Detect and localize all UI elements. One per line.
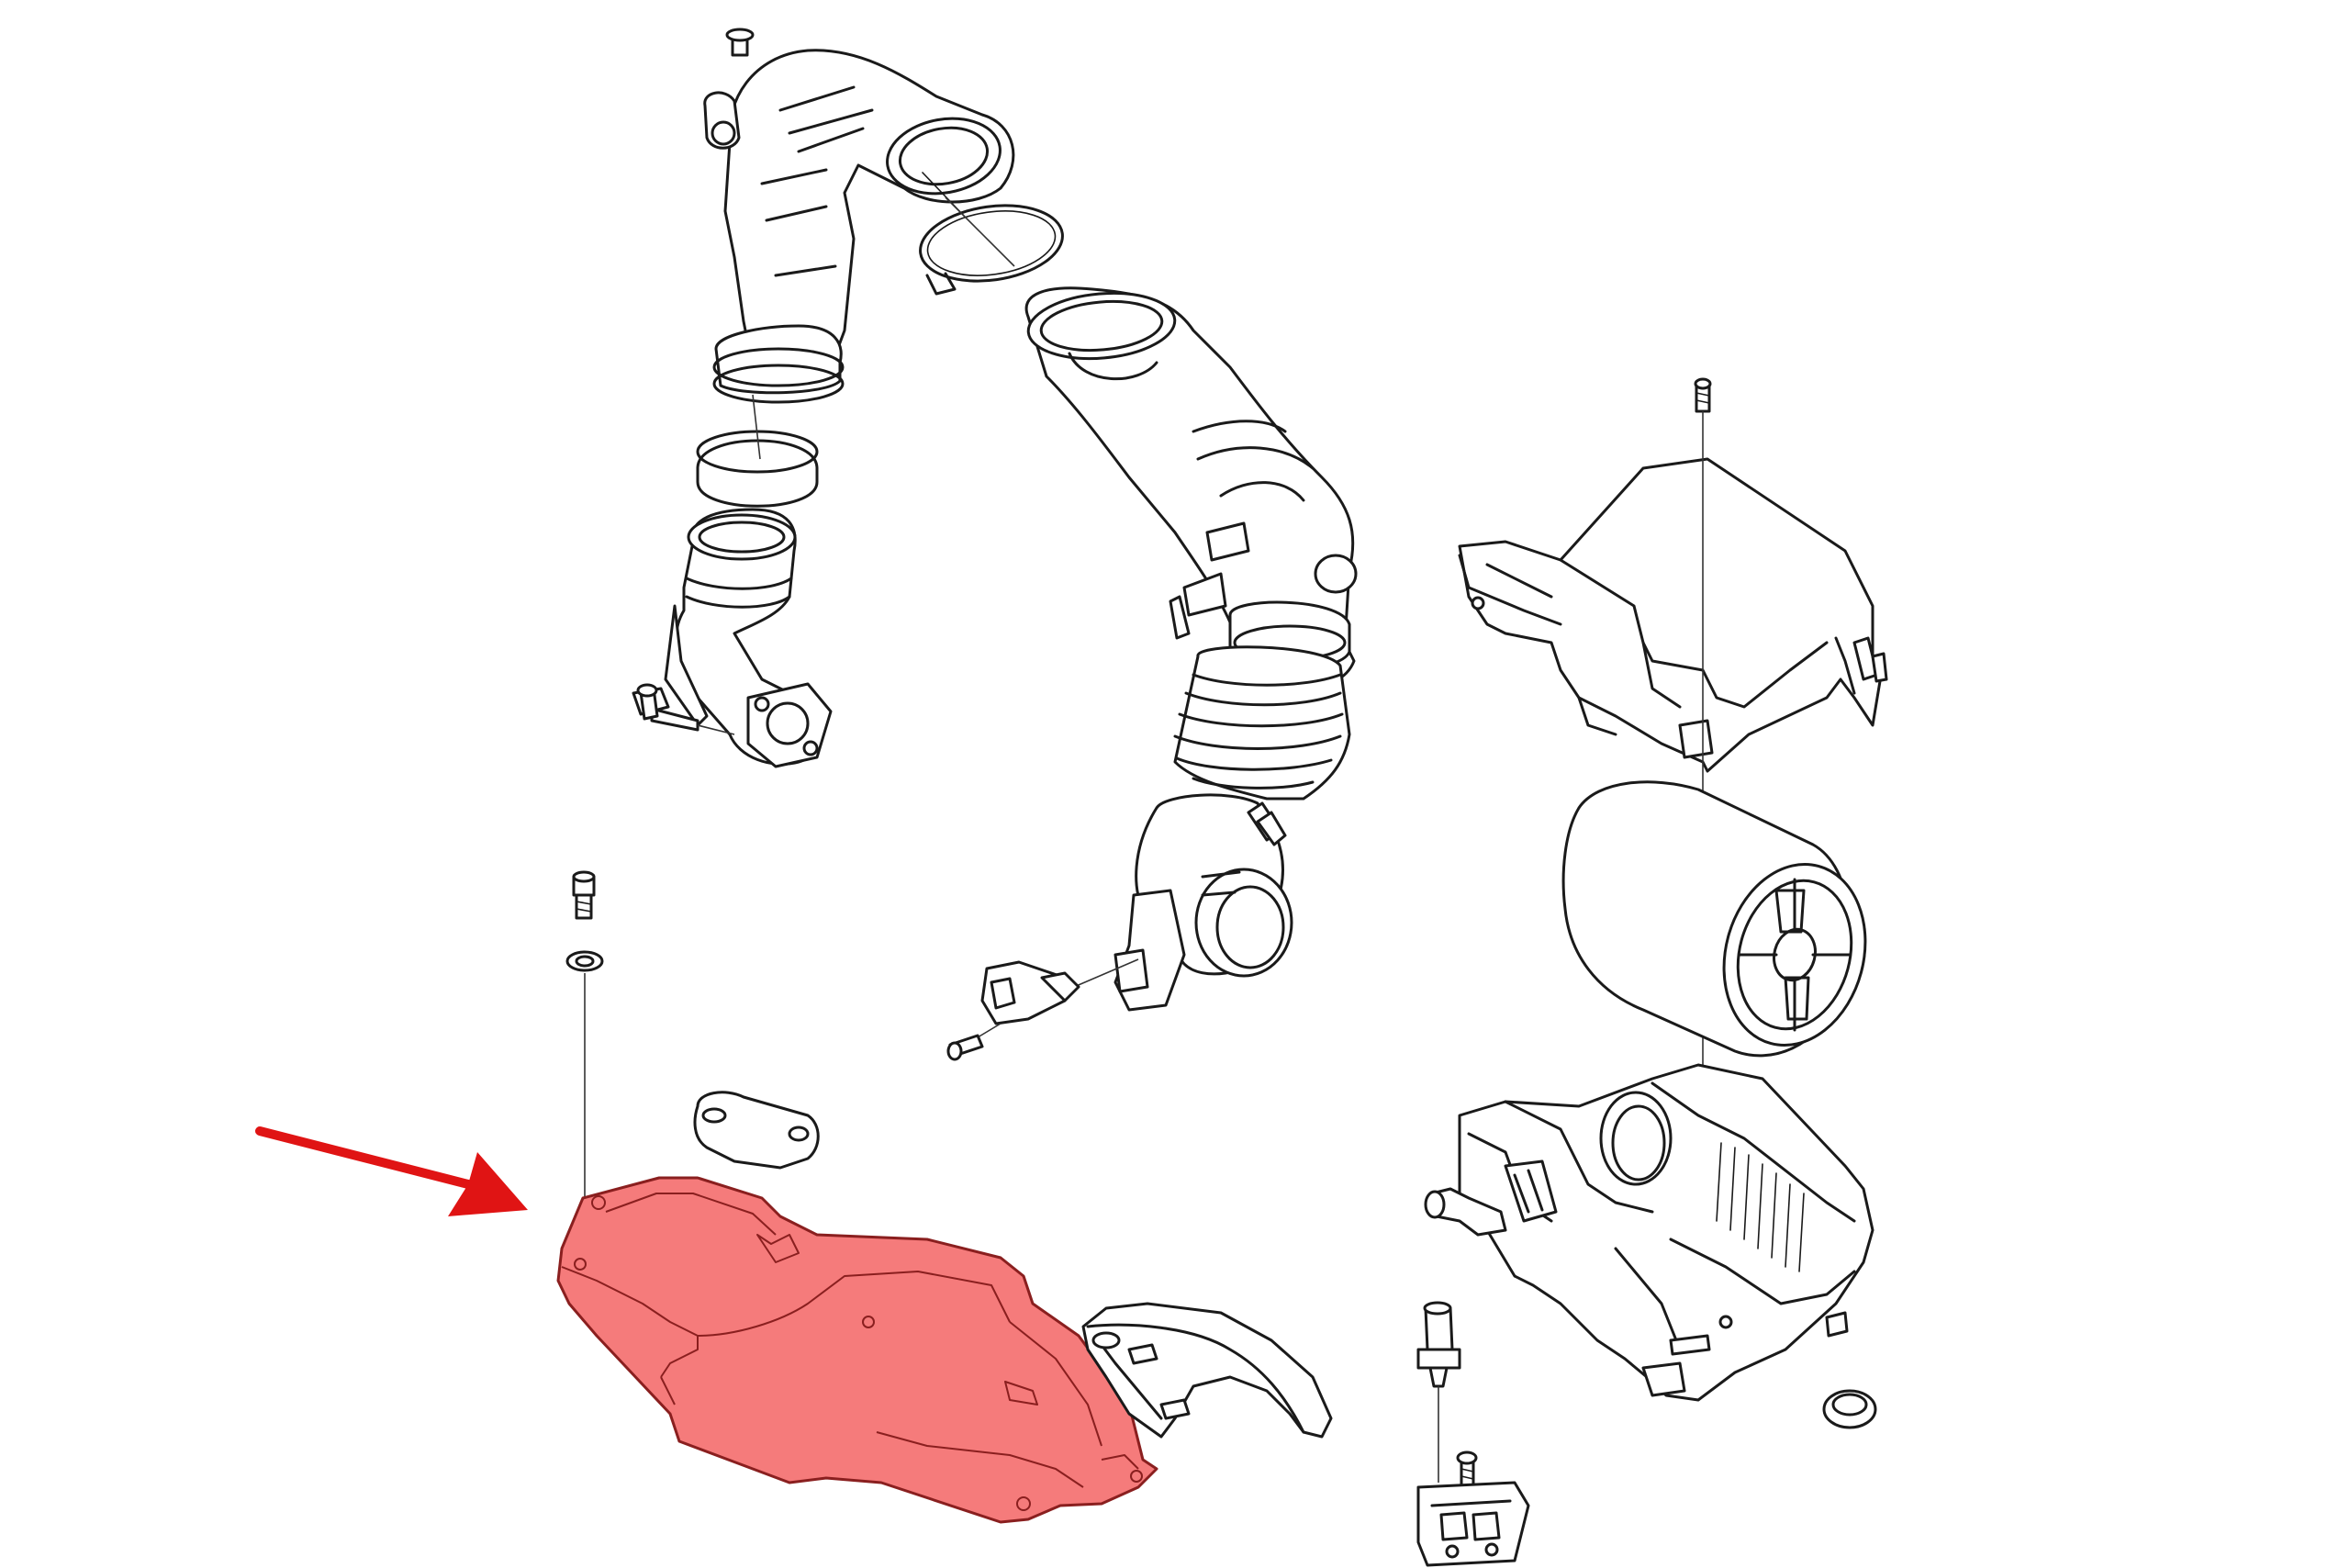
- flange-bolt: [636, 683, 659, 721]
- shield-bracket: [693, 1091, 820, 1170]
- breather-nipple: [1424, 1187, 1507, 1237]
- intake-bellows: [1173, 645, 1351, 801]
- airbox-mount-bracket: [1416, 1481, 1530, 1567]
- intake-duct-main: [1024, 286, 1358, 690]
- clamp-ring-upper: [919, 196, 1064, 296]
- seal-ring-mid: [696, 394, 819, 508]
- pointer-arrow: [255, 1126, 528, 1216]
- cover-screw: [1694, 377, 1712, 413]
- intake-elbow-lower: [632, 508, 833, 768]
- sensor-bolt: [946, 1034, 984, 1061]
- intake-elbow-upper: [703, 28, 1015, 404]
- airbox-cover: [1458, 457, 1888, 773]
- grommet: [1822, 1389, 1877, 1429]
- air-filter-element: [1561, 780, 1867, 1058]
- shield-washer: [565, 950, 604, 972]
- engine-undershield[interactable]: [556, 1176, 1158, 1524]
- airbox-lower-housing: [1458, 1063, 1874, 1402]
- maf-sensor-housing: [1041, 793, 1293, 1012]
- pressure-sensor: [977, 960, 1080, 1038]
- bracket-screw: [1456, 1450, 1478, 1487]
- temp-sensor-plug: [1416, 1301, 1461, 1483]
- shield-bolt: [572, 870, 596, 920]
- air-inlet-scoop: [1081, 1302, 1333, 1439]
